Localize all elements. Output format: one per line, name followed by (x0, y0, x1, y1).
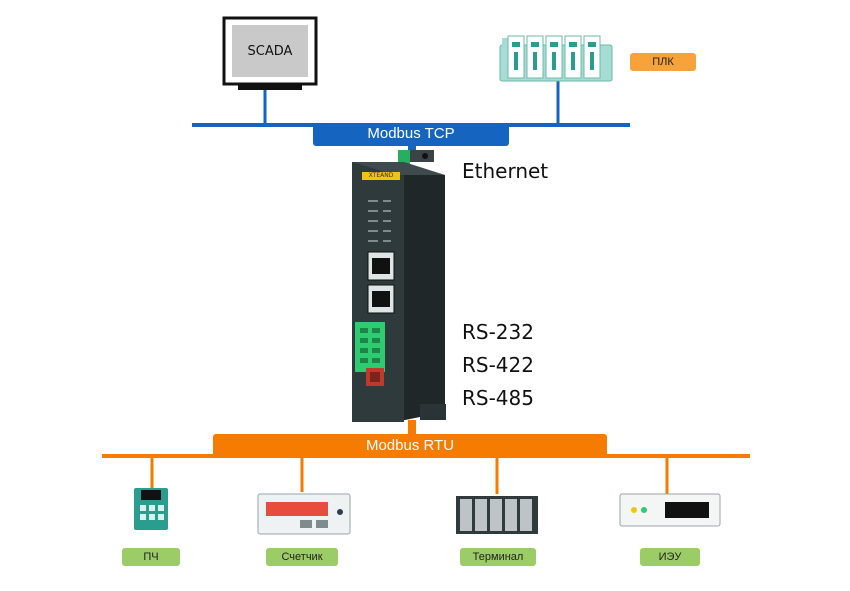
rtu-bus-label: Modbus RTU (365, 437, 455, 454)
frequency-converter-icon (134, 488, 168, 530)
plc-rack-icon (499, 35, 613, 82)
scada-monitor-icon (222, 16, 318, 90)
device-tag-frequency-converter: ПЧ (122, 548, 180, 566)
tcp-bus (192, 80, 630, 160)
plc-tag: ПЛК (630, 53, 696, 71)
ethernet-label: Ethernet (462, 159, 549, 183)
scada-label: SCADA (247, 44, 293, 59)
rtu-bus (102, 420, 750, 494)
tcp-bus-label: Modbus TCP (367, 125, 455, 142)
device-tag-terminal: Терминал (460, 548, 536, 566)
gateway-device (352, 150, 446, 422)
device-tag-ied: ИЭУ (640, 548, 700, 566)
ied-icon (619, 493, 721, 527)
rs485-label: RS-485 (462, 386, 534, 410)
gateway-brand: XTEAND (368, 172, 394, 179)
meter-icon (257, 493, 351, 535)
device-tag-meter: Счетчик (266, 548, 338, 566)
rs422-label: RS-422 (462, 353, 534, 377)
terminal-icon (456, 496, 538, 534)
rs232-label: RS-232 (462, 320, 534, 344)
